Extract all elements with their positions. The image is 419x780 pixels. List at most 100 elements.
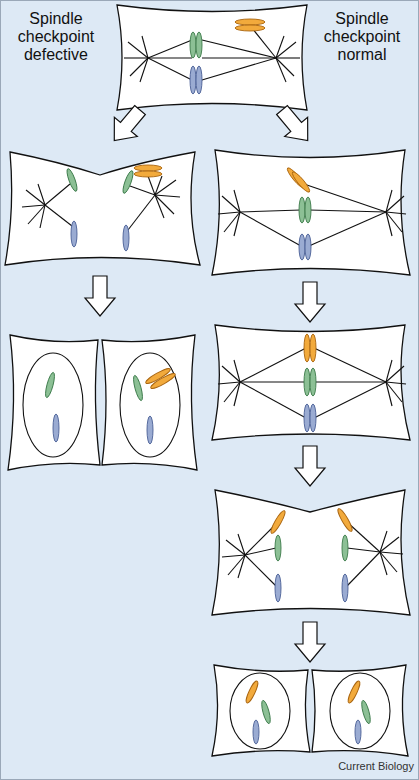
illustration-part bbox=[134, 165, 162, 171]
illustration-part bbox=[45, 205, 72, 226]
illustration-part bbox=[212, 150, 410, 275]
illustration-part bbox=[71, 221, 77, 247]
aneuploid-daughter-cells bbox=[8, 335, 197, 470]
illustration-part bbox=[342, 574, 348, 602]
illustration-part bbox=[142, 36, 148, 58]
illustration-part bbox=[245, 548, 276, 555]
illustration-part bbox=[65, 168, 79, 193]
illustration-part bbox=[386, 382, 392, 406]
illustration-part bbox=[240, 382, 306, 418]
defective-anaphase-cell bbox=[5, 152, 200, 265]
illustration-part bbox=[276, 58, 294, 76]
illustration-part bbox=[386, 212, 406, 214]
illustration-part bbox=[240, 212, 301, 246]
metaphase-cell bbox=[212, 325, 410, 440]
illustration-part bbox=[40, 205, 45, 228]
illustration-part bbox=[123, 225, 129, 251]
illustration-part bbox=[235, 19, 265, 25]
illustration-part bbox=[314, 348, 386, 382]
illustration-part bbox=[304, 404, 310, 432]
illustration-part bbox=[124, 57, 148, 58]
illustration-part bbox=[212, 665, 310, 756]
illustration-part bbox=[380, 552, 403, 554]
illustration-part bbox=[245, 555, 276, 586]
illustration-part bbox=[155, 195, 164, 218]
illustration-part bbox=[212, 490, 410, 615]
illustration-part bbox=[380, 552, 387, 575]
illustration-part bbox=[386, 212, 392, 236]
illustration-part bbox=[38, 184, 45, 205]
anaphase-cell bbox=[212, 490, 410, 615]
illustration-part bbox=[312, 665, 408, 756]
illustration-part bbox=[276, 57, 300, 58]
illustration-part bbox=[244, 680, 260, 704]
illustration-part bbox=[235, 25, 265, 31]
illustration-part bbox=[252, 28, 276, 58]
illustration-part bbox=[117, 5, 307, 110]
illustration-part bbox=[240, 210, 301, 212]
illustration-part bbox=[314, 382, 386, 418]
illustration-part bbox=[124, 28, 300, 82]
illustration-part bbox=[309, 210, 386, 212]
illustration-part bbox=[347, 552, 380, 586]
illustration-part bbox=[310, 368, 316, 396]
illustration-part bbox=[222, 555, 245, 557]
down-arrow bbox=[85, 276, 115, 316]
illustration-part bbox=[218, 184, 406, 246]
illustration-part bbox=[380, 531, 387, 552]
illustration-part bbox=[45, 184, 70, 205]
illustration-part bbox=[275, 574, 281, 602]
illustration-part bbox=[355, 720, 361, 744]
down-arrow bbox=[295, 446, 325, 486]
illustration-part bbox=[196, 66, 202, 94]
illustration-part bbox=[253, 720, 259, 744]
down-arrow bbox=[295, 282, 325, 322]
illustration-part bbox=[269, 509, 287, 535]
illustration-part bbox=[53, 414, 59, 442]
illustration-part bbox=[147, 416, 153, 444]
illustration-part bbox=[299, 197, 305, 223]
prometaphase-cell bbox=[117, 5, 307, 110]
illustration-part bbox=[190, 66, 196, 94]
illustration-part bbox=[202, 40, 276, 58]
illustration-part bbox=[314, 381, 386, 382]
illustration-part bbox=[148, 176, 155, 195]
illustration-part bbox=[102, 335, 197, 470]
illustration-part bbox=[23, 353, 83, 457]
down-arrow bbox=[295, 622, 325, 662]
illustration-part bbox=[5, 152, 200, 265]
illustration-part bbox=[196, 32, 202, 58]
illustration-part bbox=[130, 186, 155, 195]
illustration-part bbox=[238, 555, 245, 578]
illustration-part bbox=[304, 184, 386, 212]
illustration-part bbox=[155, 176, 162, 195]
illustration-part bbox=[305, 197, 311, 223]
illustration-part bbox=[309, 212, 386, 246]
illustration-part bbox=[212, 325, 410, 440]
illustration-part bbox=[310, 404, 316, 432]
illustration-part bbox=[276, 36, 284, 58]
illustration-part bbox=[148, 57, 192, 58]
illustration-part bbox=[260, 700, 272, 725]
illustration-part bbox=[234, 212, 240, 236]
branch-arrows bbox=[103, 100, 319, 150]
illustration-part bbox=[276, 58, 286, 82]
illustration-part bbox=[342, 535, 348, 561]
illustration-part bbox=[132, 375, 145, 402]
prometaphase-cell-checkpoint bbox=[212, 150, 410, 275]
illustration-part bbox=[22, 176, 180, 230]
illustration-part bbox=[304, 334, 310, 362]
illustration-part bbox=[360, 700, 372, 725]
illustration-part bbox=[148, 40, 192, 58]
illustration-part bbox=[8, 335, 100, 470]
illustration-part bbox=[310, 334, 316, 362]
illustration-part bbox=[275, 535, 281, 561]
illustration-part bbox=[202, 57, 276, 58]
illustration-part bbox=[155, 195, 174, 214]
illustration-part bbox=[222, 522, 403, 586]
illustration-part bbox=[271, 100, 320, 150]
illustration-part bbox=[305, 234, 311, 260]
illustration-part bbox=[103, 100, 152, 150]
